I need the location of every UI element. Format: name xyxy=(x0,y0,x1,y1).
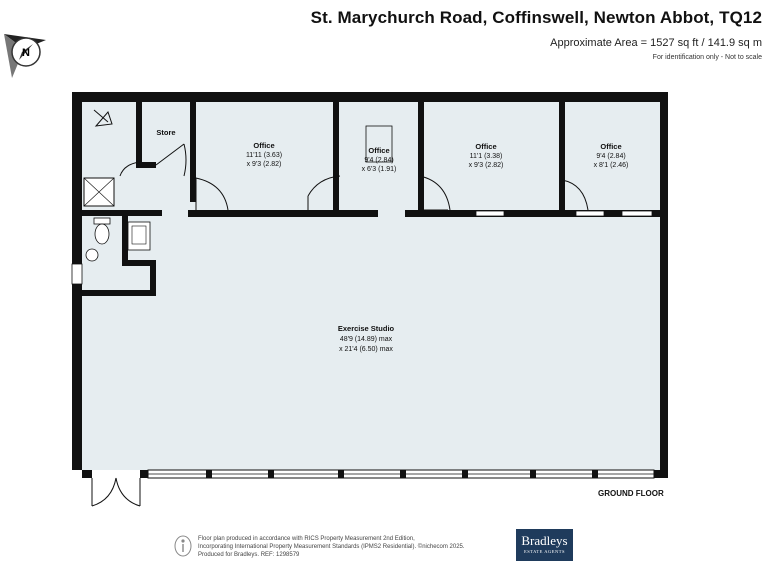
room-store: Store xyxy=(156,128,175,137)
office-doors xyxy=(93,109,589,211)
store-label: Store xyxy=(156,128,175,137)
toilet-icon xyxy=(93,217,111,245)
office-2-dim2: x 6'3 (1.91) xyxy=(362,166,397,173)
interior-walls xyxy=(82,102,660,296)
room-office-4: Office 9'4 (2.84) x 8'1 (2.46) xyxy=(594,142,629,169)
shower-icon xyxy=(83,177,115,207)
room-office-2: Office 9'4 (2.84) x 6'3 (1.91) xyxy=(362,146,397,173)
studio-dim1: 48'9 (14.89) max xyxy=(340,336,393,343)
office-3-name: Office xyxy=(475,142,496,151)
approximate-area: Approximate Area = 1527 sq ft / 141.9 sq… xyxy=(550,37,762,49)
studio-name: Exercise Studio xyxy=(338,324,395,333)
kitchen-sink-icon xyxy=(127,221,151,251)
footer-line-1: Floor plan produced in accordance with R… xyxy=(198,536,415,542)
office-4-dim2: x 8'1 (2.46) xyxy=(594,162,629,169)
property-title: St. Marychurch Road, Coffinswell, Newton… xyxy=(310,8,762,27)
office-2-name: Office xyxy=(368,146,389,155)
disclaimer-note: For identification only - Not to scale xyxy=(652,54,762,61)
sink-icon xyxy=(85,248,99,262)
accessibility-icon xyxy=(174,535,192,557)
compass-letter: N xyxy=(22,47,30,59)
office-2-dim1: 9'4 (2.84) xyxy=(364,157,393,164)
office-1-name: Office xyxy=(253,141,274,150)
logo-name: Bradleys xyxy=(521,533,568,548)
internal-windows xyxy=(475,210,653,217)
room-office-3: Office 11'1 (3.38) x 9'3 (2.82) xyxy=(469,142,504,169)
side-window xyxy=(71,263,83,285)
entrance-doors xyxy=(91,477,141,507)
storage-cupboard xyxy=(365,125,393,163)
office-3-dim1: 11'1 (3.38) xyxy=(470,153,503,160)
studio-dim2: x 21'4 (6.50) max xyxy=(339,346,393,353)
room-office-1: Office 11'11 (3.63) x 9'3 (2.82) xyxy=(246,141,282,168)
office-4-dim1: 9'4 (2.84) xyxy=(596,153,625,160)
office-1-dim1: 11'11 (3.63) xyxy=(246,152,282,159)
room-exercise-studio: Exercise Studio 48'9 (14.89) max x 21'4 … xyxy=(338,324,395,353)
footer-line-3: Produced for Bradleys. REF: 1298579 xyxy=(198,552,300,558)
office-3-dim2: x 9'3 (2.82) xyxy=(469,162,504,169)
footer-text: Floor plan produced in accordance with R… xyxy=(198,535,465,559)
floor-label: GROUND FLOOR xyxy=(598,489,664,498)
footer-line-2: Incorporating International Property Mea… xyxy=(198,544,465,550)
office-1-dim2: x 9'3 (2.82) xyxy=(247,161,282,168)
logo-tagline: ESTATE AGENTS xyxy=(523,549,565,554)
office-4-name: Office xyxy=(600,142,621,151)
front-windows xyxy=(147,469,655,479)
compass-icon: N xyxy=(4,34,46,78)
bradleys-logo: Bradleys ESTATE AGENTS xyxy=(516,529,573,561)
